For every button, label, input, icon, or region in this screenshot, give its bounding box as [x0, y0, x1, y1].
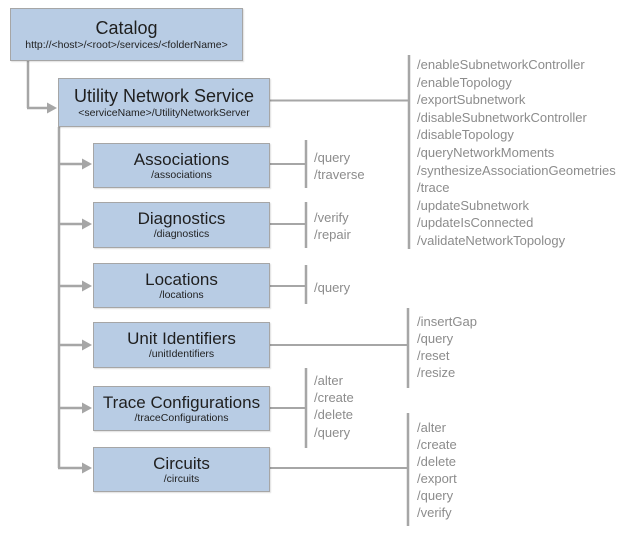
connector-ops-circuits [270, 413, 410, 526]
operation-item: /validateNetworkTopology [417, 232, 566, 248]
connector-catalog-to-service [26, 61, 57, 114]
operation-item: /create [417, 437, 457, 452]
node-subtitle: /diagnostics [153, 228, 210, 240]
arrowhead-icon [82, 462, 92, 474]
node-catalog: Catalog http://<host>/<root>/services/<f… [10, 8, 243, 61]
node-title: Utility Network Service [73, 85, 255, 106]
operation-item: /exportSubnetwork [417, 92, 526, 108]
operation-item: /updateIsConnected [417, 215, 534, 231]
operation-item: /export [417, 471, 457, 486]
connector-ops-associations [270, 140, 308, 188]
operations-list-trace-configurations: /alter /create /delete /query [314, 372, 354, 441]
operation-item: /query [417, 331, 454, 346]
node-subtitle: /traceConfigurations [134, 411, 229, 424]
arrowhead-icon [82, 280, 92, 292]
operation-item: /delete [417, 454, 457, 469]
operation-item: /enableSubnetworkController [417, 57, 585, 72]
node-subtitle: /circuits [163, 472, 200, 485]
node-associations: Associations /associations [93, 143, 270, 188]
operation-item: /verify [417, 505, 452, 520]
operation-item: /verify [314, 210, 349, 225]
operation-item: /alter [417, 420, 446, 435]
operation-item: /updateSubnetwork [417, 197, 530, 213]
node-circuits: Circuits /circuits [93, 447, 270, 492]
node-title: Trace Configurations [102, 392, 261, 412]
operation-item: /repair [314, 227, 351, 242]
connector-branch-diagnostics [58, 218, 92, 230]
operation-item: /query [314, 150, 351, 165]
operation-item: /delete [314, 407, 354, 423]
connector-branch-associations [58, 158, 92, 170]
connector-ops-unit-identifiers [270, 308, 410, 388]
node-title: Diagnostics [137, 209, 226, 228]
operation-item: /traverse [314, 167, 365, 182]
connector-branch-unit-identifiers [58, 339, 92, 351]
operations-list-unit-identifiers: /insertGap /query /reset /resize [417, 313, 477, 381]
connector-ops-service [270, 55, 411, 249]
arrowhead-icon [82, 402, 92, 414]
connector-ops-locations [270, 265, 308, 304]
node-utility-network-service: Utility Network Service <serviceName>/Ut… [58, 78, 270, 127]
node-subtitle: http://<host>/<root>/services/<folderNam… [25, 38, 228, 51]
connector-branch-locations [58, 280, 92, 292]
operation-item: /resize [417, 365, 456, 380]
node-subtitle: /unitIdentifiers [148, 348, 215, 360]
operation-item: /query [314, 424, 351, 440]
operation-item: /query [314, 280, 351, 295]
node-unit-identifiers: Unit Identifiers /unitIdentifiers [93, 322, 270, 368]
node-title: Unit Identifiers [127, 329, 236, 348]
operation-item: /trace [417, 180, 450, 196]
node-subtitle: /associations [151, 168, 212, 181]
operation-item: /insertGap [417, 314, 477, 329]
node-subtitle: /locations [159, 288, 204, 301]
node-trace-configurations: Trace Configurations /traceConfiguration… [93, 386, 270, 431]
node-subtitle: <serviceName>/UtilityNetworkServer [78, 106, 250, 119]
node-title: Associations [133, 149, 230, 169]
node-title: Catalog [95, 17, 158, 38]
connector-branch-trace-configurations [58, 402, 92, 414]
connector-ops-diagnostics [270, 202, 308, 248]
node-locations: Locations /locations [93, 263, 270, 308]
node-diagnostics: Diagnostics /diagnostics [93, 202, 270, 248]
operation-item: /queryNetworkMoments [417, 144, 555, 160]
arrowhead-icon [82, 218, 92, 230]
operation-item: /synthesizeAssociationGeometries [417, 162, 616, 178]
operation-item: /reset [417, 348, 450, 363]
arrowhead-icon [82, 339, 92, 351]
operations-list-service: /enableSubnetworkController /enableTopol… [417, 56, 616, 250]
connector-ops-trace-configurations [270, 368, 308, 448]
operations-list-associations: /query /traverse [314, 149, 365, 183]
operation-item: /disableTopology [417, 127, 514, 143]
operation-item: /enableTopology [417, 74, 512, 90]
operation-item: /alter [314, 373, 343, 388]
arrowhead-icon [47, 102, 57, 114]
operation-item: /disableSubnetworkController [417, 109, 587, 125]
operations-list-circuits: /alter /create /delete /export /query /v… [417, 419, 457, 521]
operation-item: /create [314, 390, 354, 406]
operation-item: /query [417, 488, 454, 503]
connector-branch-circuits [58, 462, 92, 474]
operations-list-locations: /query [314, 279, 350, 296]
arrowhead-icon [82, 158, 92, 170]
node-title: Locations [145, 269, 218, 289]
node-title: Circuits [153, 453, 210, 473]
operations-list-diagnostics: /verify /repair [314, 209, 351, 243]
